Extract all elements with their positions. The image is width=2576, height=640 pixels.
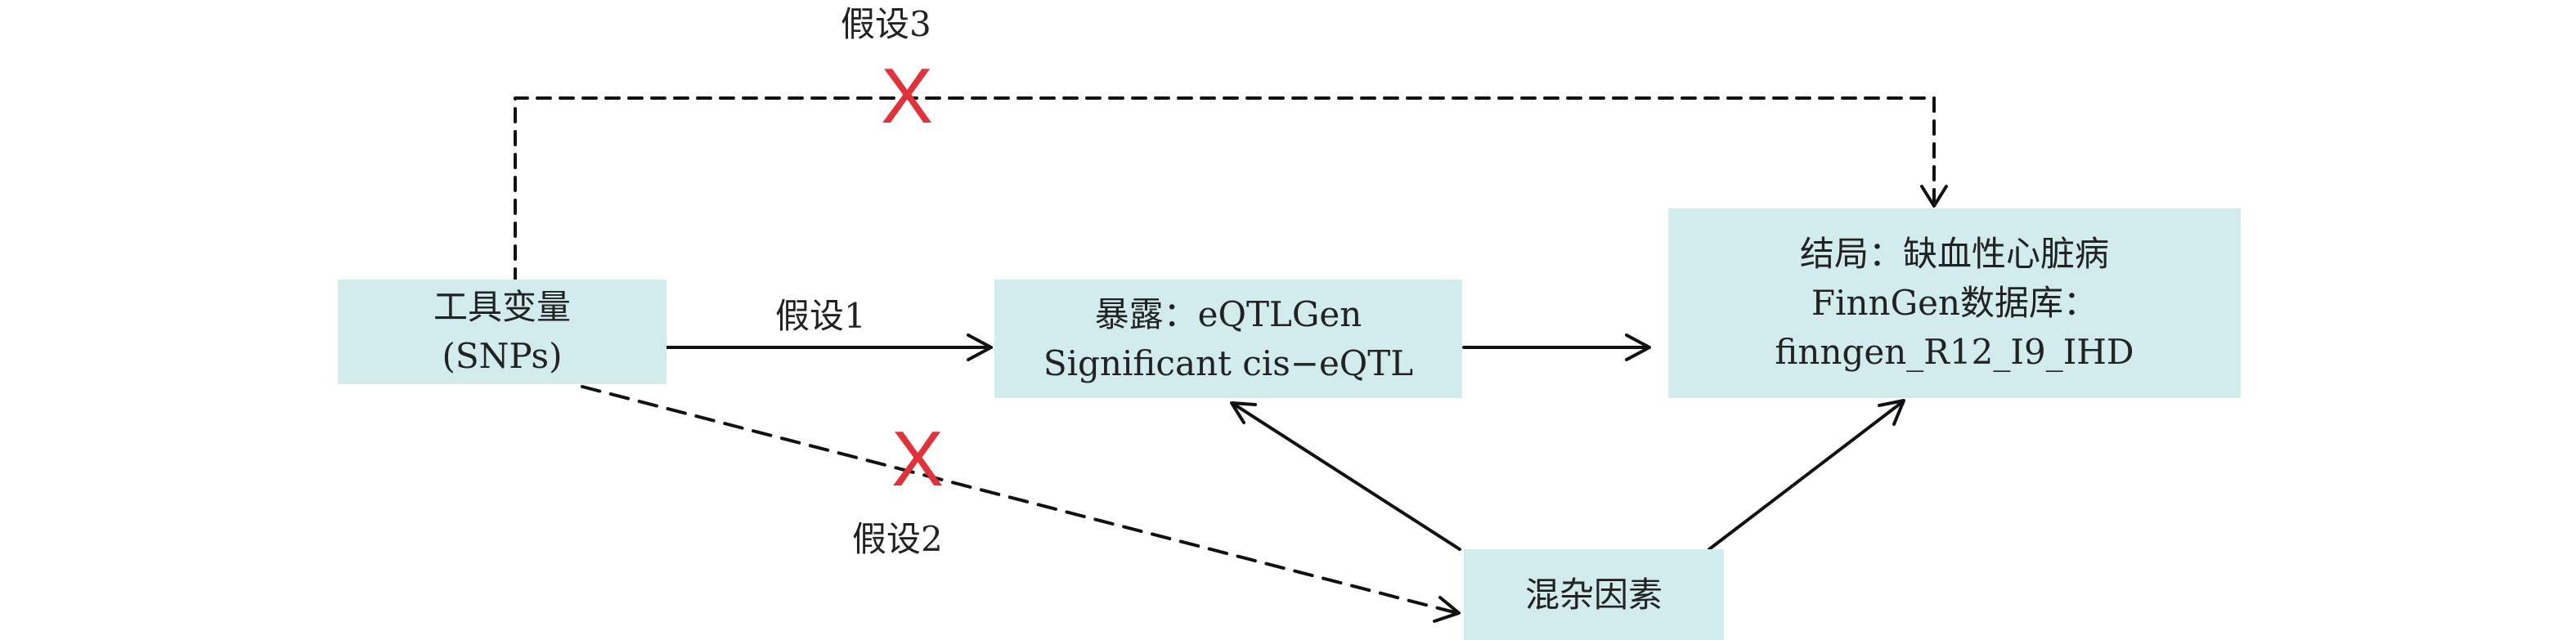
outcome-title: 结局：缺血性心脏病 [1799, 234, 2109, 274]
outcome-box: 结局：缺血性心脏病 FinnGen数据库： finngen_R12_I9_IHD [1668, 208, 2241, 398]
confounder-outcome-arrow [1708, 401, 1904, 551]
assumption2-dashed-arrow [581, 385, 1459, 615]
assumption3-violation-x-icon: X [881, 52, 934, 140]
assumption2-label: 假设2 [852, 519, 943, 559]
outcome-dataset-id: finngen_R12_I9_IHD [1775, 332, 2134, 372]
instrument-subtitle: (SNPs) [442, 336, 563, 376]
confounder-outcome-arrowhead [1878, 399, 1905, 426]
assumption3-dashed-path [514, 96, 1936, 284]
assumption3-arrowhead [1920, 185, 1948, 208]
exposure-title: 暴露：eQTLGen [1094, 293, 1362, 334]
assumption2-arrowhead [1433, 596, 1461, 623]
assumption1-arrowhead [967, 333, 993, 361]
instrument-variable-box: 工具变量 (SNPs) [338, 280, 666, 384]
confounder-exposure-arrowhead [1230, 401, 1257, 424]
instrument-title: 工具变量 [433, 287, 571, 327]
assumption1-label: 假设1 [775, 296, 866, 336]
confounder-box: 混杂因素 [1464, 549, 1724, 640]
outcome-database: FinnGen数据库： [1811, 283, 2098, 323]
assumption3-label: 假设3 [841, 4, 931, 44]
confounder-exposure-arrow [1232, 402, 1461, 551]
assumption2-violation-x-icon: X [891, 415, 945, 503]
exposure-box: 暴露：eQTLGen Significant cis−eQTL [994, 280, 1462, 398]
exposure-outcome-arrowhead [1625, 333, 1651, 361]
confounder-title: 混杂因素 [1524, 574, 1663, 615]
exposure-subtitle: Significant cis−eQTL [1043, 342, 1414, 383]
